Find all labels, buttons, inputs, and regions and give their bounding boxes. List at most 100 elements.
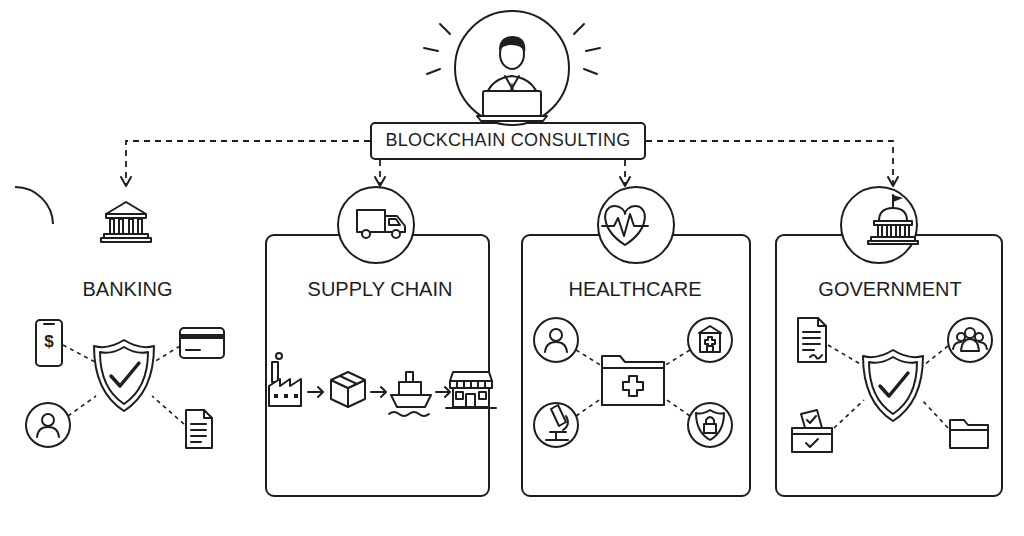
consultant-figure xyxy=(424,48,438,51)
consultant-figure xyxy=(424,11,600,125)
truck-icon xyxy=(357,210,405,238)
supply-flow xyxy=(276,353,282,359)
healthcare-network xyxy=(576,398,602,416)
healthcare-network xyxy=(563,416,568,430)
capitol-icon xyxy=(874,221,912,225)
supply-flow xyxy=(446,407,496,409)
capitol-icon xyxy=(871,237,915,241)
supply-flow xyxy=(269,379,301,406)
supply-flow xyxy=(479,392,486,399)
government-network xyxy=(922,400,948,428)
banking-network xyxy=(186,349,200,351)
banking-network xyxy=(36,320,62,366)
capitol-icon xyxy=(896,225,900,237)
healthcare-network xyxy=(705,337,715,347)
supply-flow xyxy=(466,394,475,407)
healthcare-network xyxy=(534,318,732,447)
banking-network xyxy=(152,396,184,424)
healthcare-network xyxy=(664,350,690,366)
government-network xyxy=(953,342,987,349)
government-network xyxy=(803,332,820,350)
panel-outline xyxy=(265,186,490,497)
supply-flow xyxy=(450,381,492,388)
supply-flow xyxy=(456,392,463,399)
supply-flow xyxy=(340,376,357,384)
capitol-icon xyxy=(879,208,907,221)
supply-flow xyxy=(450,372,492,381)
supply-flow xyxy=(457,381,485,388)
bank-icon xyxy=(129,219,133,234)
banking-network xyxy=(26,320,224,448)
truck-icon xyxy=(362,230,370,238)
truck-icon xyxy=(357,210,385,232)
banking-network xyxy=(94,340,154,411)
banking-network xyxy=(26,403,70,447)
healthcare-network xyxy=(602,368,664,405)
panel-border xyxy=(522,235,750,496)
bank-icon xyxy=(101,202,151,242)
sector-panel: GOVERNMENT xyxy=(775,186,1005,497)
panel-heading: HEALTHCARE xyxy=(521,278,749,301)
government-network xyxy=(806,439,818,447)
banking-network xyxy=(154,346,180,362)
icon-ring xyxy=(338,187,414,263)
capitol-icon xyxy=(878,225,882,237)
hub-label: BLOCKCHAIN CONSULTING xyxy=(385,131,630,151)
healthcare-network xyxy=(623,376,643,396)
supply-flow xyxy=(389,412,429,416)
consultant-figure xyxy=(455,11,569,125)
healthcare-network xyxy=(576,350,602,366)
healthcare-network xyxy=(534,318,578,362)
healthcare-network xyxy=(700,333,720,352)
banking-network xyxy=(44,323,54,325)
government-network xyxy=(828,345,862,365)
government-network xyxy=(818,318,826,326)
banking-network xyxy=(191,424,206,442)
banking-network xyxy=(94,340,154,411)
consulting-hub-box: BLOCKCHAIN CONSULTING xyxy=(370,122,646,160)
capitol-icon xyxy=(892,195,894,208)
government-network xyxy=(965,328,975,338)
government-network xyxy=(975,333,983,341)
healthcare-network xyxy=(707,346,713,352)
supply-flow xyxy=(308,387,323,397)
icon-ring xyxy=(15,187,53,224)
healthcare-network xyxy=(546,432,568,440)
sector-panel: HEALTHCARE xyxy=(521,186,749,497)
healthcare-network xyxy=(602,356,664,405)
government-network xyxy=(948,318,992,362)
government-network xyxy=(961,339,979,351)
government-network xyxy=(810,355,822,359)
consultant-figure xyxy=(484,76,540,106)
dashed-connector xyxy=(624,160,626,186)
healthcare-network xyxy=(688,403,732,447)
icon-ring xyxy=(841,187,917,263)
consultant-figure xyxy=(500,39,524,69)
government-network xyxy=(863,350,923,421)
consultant-figure xyxy=(586,48,600,51)
government-network xyxy=(798,318,826,362)
sector-panel: BANKING xyxy=(15,186,240,497)
banking-network xyxy=(63,345,95,362)
government-network xyxy=(807,416,816,423)
capitol-icon xyxy=(868,241,918,244)
government-network xyxy=(957,333,965,341)
supply-flow xyxy=(348,380,365,407)
supply-flow xyxy=(406,372,413,382)
truck-icon xyxy=(389,219,400,225)
government-network xyxy=(924,346,948,365)
bank-icon xyxy=(106,202,146,214)
supply-flow xyxy=(274,394,278,398)
government-network xyxy=(792,433,832,435)
supply-flow xyxy=(331,372,365,388)
banking-network xyxy=(181,334,223,339)
panel-heading: GOVERNMENT xyxy=(775,278,1005,301)
consultant-figure xyxy=(574,24,584,34)
panel-heading: SUPPLY CHAIN xyxy=(265,278,495,301)
consultant-figure xyxy=(483,91,541,116)
healthcare-network xyxy=(664,398,690,416)
icon-ring xyxy=(598,187,674,263)
consultant-figure xyxy=(477,116,547,121)
bank-icon xyxy=(110,219,114,234)
banking-network xyxy=(37,414,59,437)
